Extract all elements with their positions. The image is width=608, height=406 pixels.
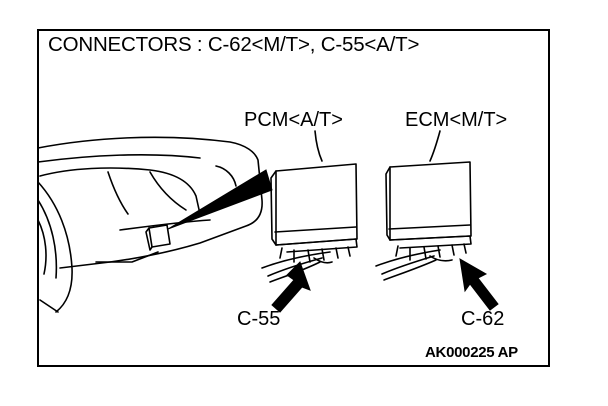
c62-label: C-62 — [461, 308, 505, 330]
ecu-location-marker — [145, 224, 171, 251]
pointer-wedge — [167, 169, 273, 230]
dashboard-drawing — [37, 136, 263, 313]
pcm-unit-drawing — [261, 130, 358, 283]
c55-label: C-55 — [237, 308, 281, 330]
diagram-title: CONNECTORS : C-62<M/T>, C-55<A/T> — [48, 33, 420, 56]
c62-arrow — [459, 258, 499, 311]
ecm-label: ECM<M/T> — [405, 109, 508, 131]
figure-code: AK000225 AP — [425, 344, 518, 361]
connector-arrows — [271, 258, 499, 313]
diagram-frame — [37, 29, 550, 367]
pcm-label: PCM<A/T> — [244, 109, 343, 131]
c55-arrow — [271, 261, 311, 313]
ecm-unit-drawing — [375, 130, 472, 281]
